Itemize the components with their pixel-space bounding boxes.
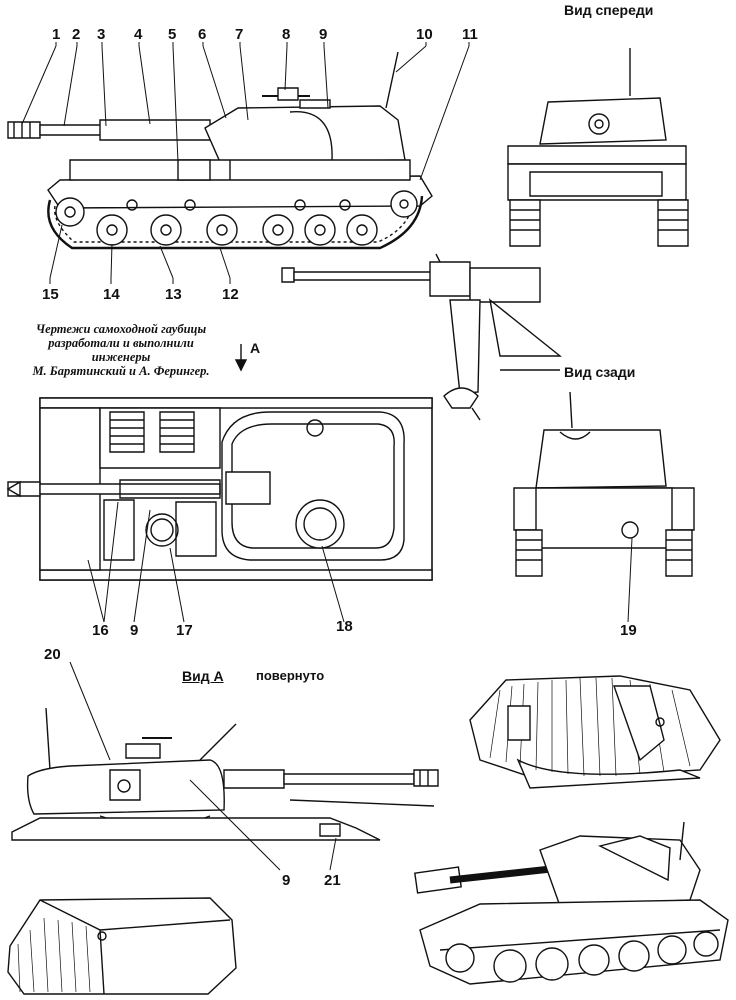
callout-18: 18 [336, 618, 353, 635]
rear-view-drawing [514, 392, 694, 622]
callout-12: 12 [222, 286, 239, 303]
view-a-drawing [12, 708, 438, 840]
credits-line-2: разработали и выполнили [48, 336, 194, 350]
callout-21: 21 [324, 872, 341, 889]
turret-perspective-sketch [470, 676, 720, 788]
callout-9: 9 [319, 26, 328, 43]
top-view-drawing [8, 398, 432, 580]
callout-20: 20 [44, 646, 61, 663]
hull-perspective-sketch [8, 898, 236, 994]
callout-14: 14 [103, 286, 120, 303]
side-track [48, 196, 422, 248]
gun-muzzle-brake [8, 122, 40, 138]
callout-17: 17 [176, 622, 193, 639]
callout-4: 4 [134, 26, 143, 43]
callout-19: 19 [620, 622, 637, 639]
callout-16: 16 [92, 622, 109, 639]
callout-8: 8 [282, 26, 291, 43]
front-view-title: Вид спереди [564, 2, 654, 18]
top-callout-lines [88, 502, 344, 622]
callout-9-top: 9 [130, 622, 139, 639]
side-turret [205, 106, 405, 162]
credits-line-1: Чертежи самоходной гаубицы [35, 322, 207, 336]
callout-7: 7 [235, 26, 244, 43]
side-hull [48, 176, 432, 208]
side-callout-lines [22, 42, 469, 284]
view-a-title: Вид А [182, 668, 224, 684]
callout-6: 6 [198, 26, 207, 43]
callout-11: 11 [462, 26, 478, 43]
rotated-label: повернуто [256, 668, 325, 683]
callout-10: 10 [416, 26, 433, 43]
callout-15: 15 [42, 286, 59, 303]
vehicle-perspective-sketch [415, 822, 728, 984]
drawing-credits: Чертежи самоходной гаубицы разработали и… [10, 322, 232, 378]
credits-line-3: инженеры [91, 350, 151, 364]
credits-line-4: М. Барятинский и А. Ферингер. [32, 364, 210, 378]
rear-view-title: Вид сзади [564, 364, 636, 380]
callout-9-view-a: 9 [282, 872, 291, 889]
view-a-arrow-label: A [250, 340, 261, 356]
callout-2: 2 [72, 26, 81, 43]
sketch-road-wheels [446, 932, 718, 982]
callout-3: 3 [97, 26, 106, 43]
callout-5: 5 [168, 26, 177, 43]
front-view-drawing [508, 48, 688, 246]
gun-mount-detail [282, 254, 560, 420]
side-road-wheels [56, 191, 417, 245]
callout-1: 1 [52, 26, 61, 43]
callout-13: 13 [165, 286, 182, 303]
view-a-callout-lines [70, 662, 336, 870]
